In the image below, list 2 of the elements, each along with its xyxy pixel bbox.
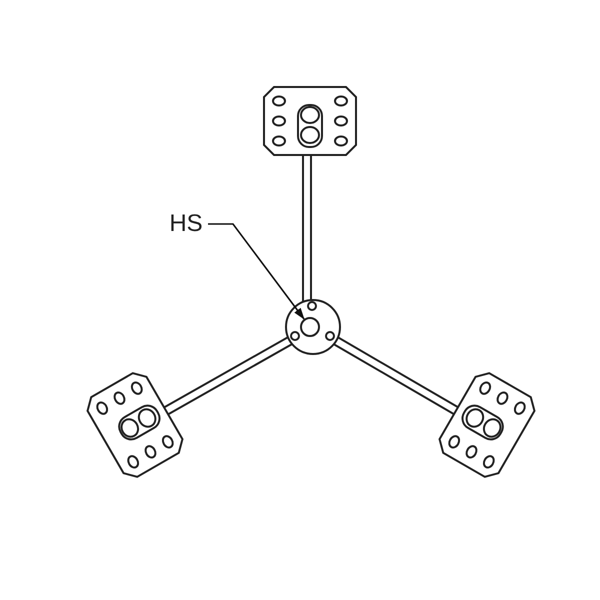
part-label: HS [166, 209, 206, 239]
leader-line [208, 223, 305, 320]
